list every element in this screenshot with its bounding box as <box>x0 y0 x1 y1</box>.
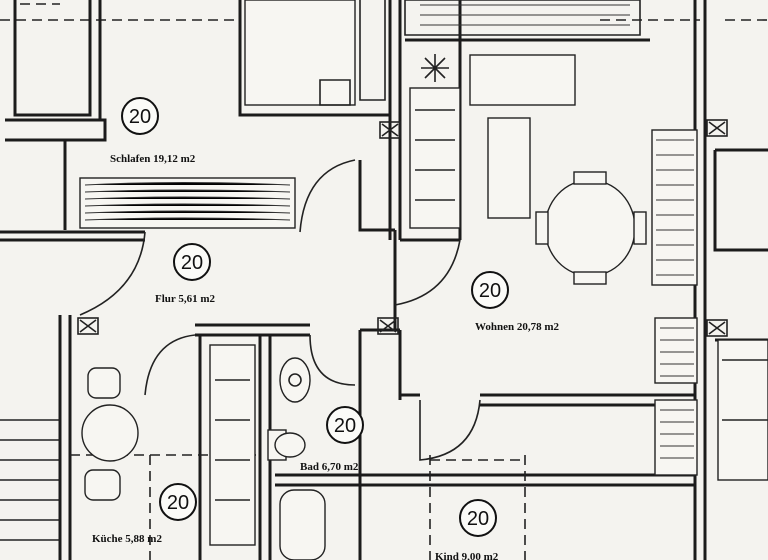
top-dashed-lines <box>0 3 768 21</box>
plant-icon <box>421 54 449 82</box>
room-number-flur: 20 <box>173 243 211 281</box>
room-number-schlafen: 20 <box>121 97 159 135</box>
room-label-bad: Bad 6,70 m2 <box>300 461 359 473</box>
room-number-kind: 20 <box>459 499 497 537</box>
svg-text:20: 20 <box>129 106 151 128</box>
kitchen-bath-fixtures <box>81 339 768 560</box>
room-label-kueche: Küche 5,88 m2 <box>92 533 162 545</box>
wohnen-furniture <box>409 54 698 476</box>
svg-text:20: 20 <box>334 415 356 437</box>
svg-text:20: 20 <box>479 280 501 302</box>
svg-text:20: 20 <box>167 492 189 514</box>
svg-text:20: 20 <box>181 252 203 274</box>
window-markers <box>77 119 728 337</box>
room-number-kueche: 20 <box>159 483 197 521</box>
room-number-wohnen: 20 <box>471 271 509 309</box>
room-label-schlafen: Schlafen 19,12 m2 <box>110 153 196 165</box>
dining-table <box>544 179 636 277</box>
door-swings <box>79 159 481 461</box>
room-label-wohnen: Wohnen 20,78 m2 <box>475 321 560 333</box>
stairs-top <box>244 0 641 106</box>
bed-hatched <box>79 177 296 229</box>
dashed-lines <box>70 454 526 560</box>
room-label-flur: Flur 5,61 m2 <box>155 293 215 305</box>
room-label-kind: Kind 9,00 m2 <box>435 551 499 560</box>
svg-text:20: 20 <box>467 508 489 530</box>
room-number-bad: 20 <box>326 406 364 444</box>
